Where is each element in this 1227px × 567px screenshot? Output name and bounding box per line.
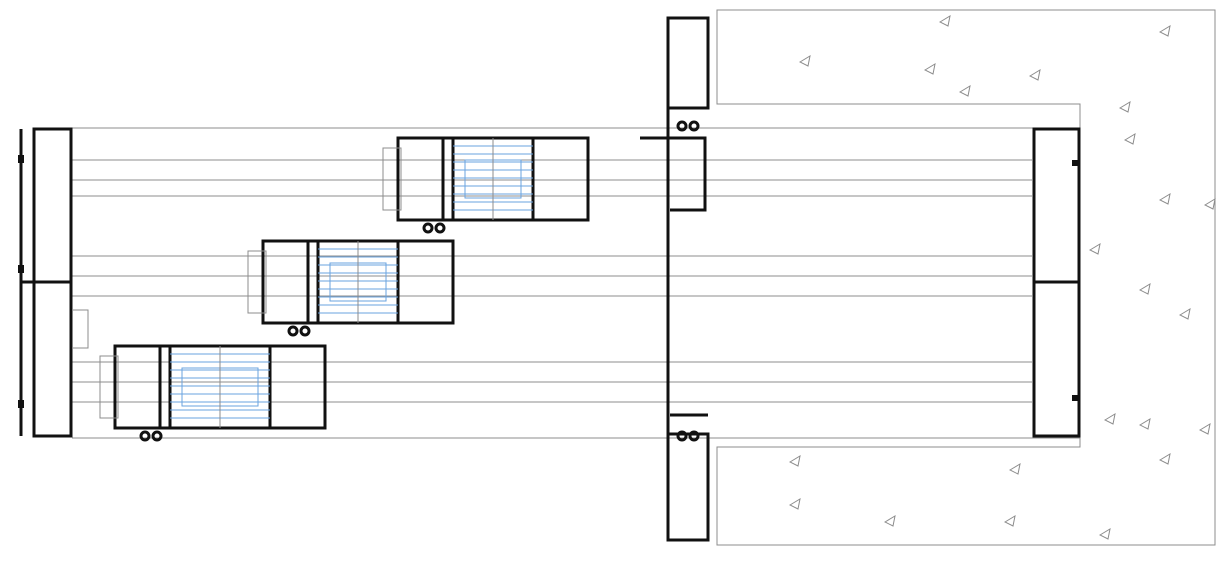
center-mullion-profile xyxy=(640,16,710,542)
concrete-aggregate-marks xyxy=(788,14,1216,540)
sash-2 xyxy=(247,239,455,337)
right-jamb-frame xyxy=(1032,127,1081,438)
sliding-sashes xyxy=(99,136,590,442)
concrete-wall xyxy=(716,9,1216,546)
track-lines xyxy=(72,127,1080,439)
sash-3 xyxy=(99,344,327,442)
left-jamb-frame xyxy=(18,127,89,438)
sash-1 xyxy=(382,136,590,234)
